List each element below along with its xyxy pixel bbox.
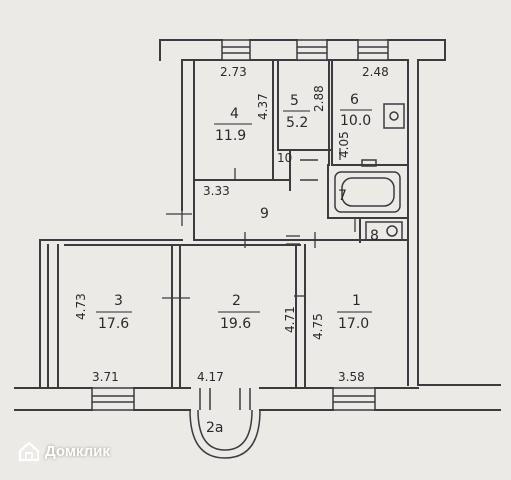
- room-7-number: 7: [338, 188, 347, 204]
- doors: [162, 148, 356, 299]
- room-3-width: 3.71: [92, 370, 119, 384]
- bathtub-icon: [334, 171, 401, 213]
- room-5-area: 5.2: [286, 115, 308, 131]
- room-4-area: 11.9: [215, 128, 246, 144]
- sink-icon: [361, 159, 377, 167]
- room-1-width: 3.58: [338, 370, 365, 384]
- room-3-number: 3: [114, 293, 123, 309]
- room-4-width: 2.73: [220, 65, 247, 79]
- room-5-number: 5: [290, 93, 299, 109]
- windows: [91, 39, 389, 411]
- room-1-number: 1: [352, 293, 361, 309]
- room-6-length: 4.05: [337, 131, 351, 158]
- room-1-length-b: 4.75: [311, 313, 325, 340]
- stove-icon: [383, 103, 405, 129]
- room-2-area: 19.6: [220, 316, 251, 332]
- house-logo-icon: [18, 441, 40, 462]
- walls: [14, 39, 501, 411]
- toilet-icon: [365, 221, 403, 241]
- room-2-width: 4.17: [197, 370, 224, 384]
- room-3-area: 17.6: [98, 316, 129, 332]
- room-1-area: 17.0: [338, 316, 369, 332]
- fixtures: [300, 103, 405, 241]
- room-10-number: 10: [277, 151, 292, 165]
- room-6-area: 10.0: [340, 113, 371, 129]
- room-9-number: 9: [260, 206, 269, 222]
- room-2-number: 2: [232, 293, 241, 309]
- watermark-text: Домклик: [45, 442, 110, 460]
- room-6-width: 2.48: [362, 65, 389, 79]
- room-1-length-a: 4.71: [283, 306, 297, 333]
- balcony-number: 2a: [206, 420, 224, 436]
- room-labels: 2.73 4.37 4 11.9 5 5.2 2.88 2.48 6 10.0 …: [74, 65, 389, 436]
- room-8-number: 8: [370, 228, 379, 244]
- room-4-length: 4.37: [256, 93, 270, 120]
- room-9-width: 3.33: [203, 184, 230, 198]
- room-3-length: 4.73: [74, 293, 88, 320]
- watermark: Домклик: [18, 440, 110, 462]
- room-4-number: 4: [230, 106, 239, 122]
- room-6-number: 6: [350, 92, 359, 108]
- room-5-length: 2.88: [312, 85, 326, 112]
- balcony: [189, 388, 261, 459]
